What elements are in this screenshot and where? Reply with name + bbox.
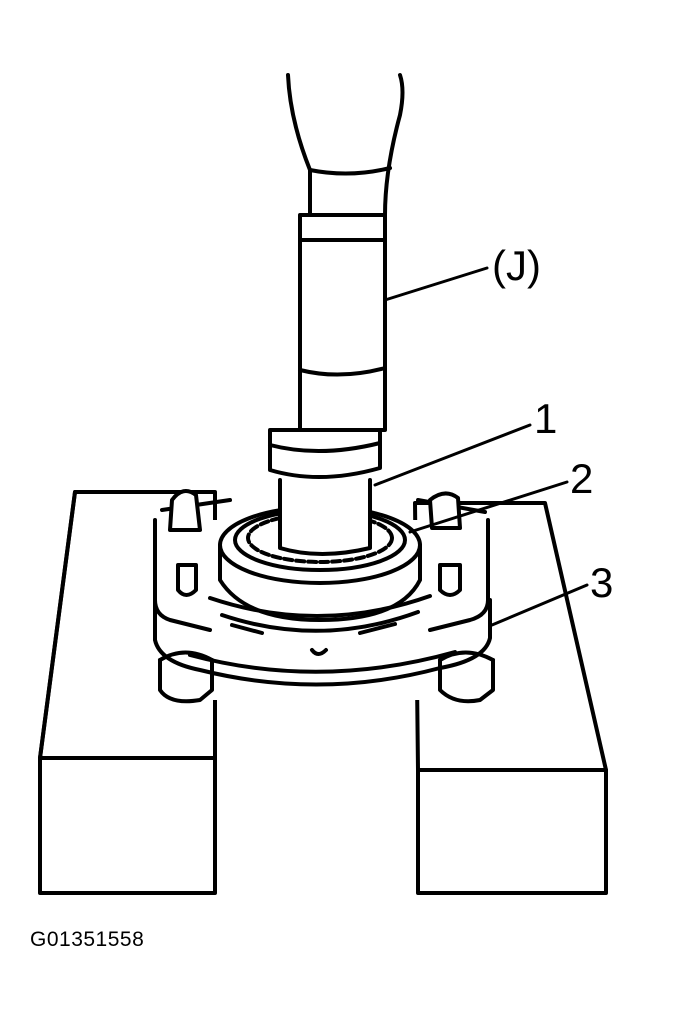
callout-label-2: 2 <box>570 455 594 502</box>
leader-lines <box>373 266 589 627</box>
callout-label-j: (J) <box>492 242 541 289</box>
press-tool-j <box>268 73 405 480</box>
leader-line-1 <box>373 423 532 487</box>
callout-label-3: 3 <box>590 559 614 606</box>
shaft <box>278 478 372 556</box>
leader-line-3 <box>490 583 589 627</box>
callout-label-1: 1 <box>534 395 558 442</box>
leader-line-j <box>383 266 489 302</box>
leader-line-2 <box>408 480 569 534</box>
figure-id: G01351558 <box>30 928 145 951</box>
